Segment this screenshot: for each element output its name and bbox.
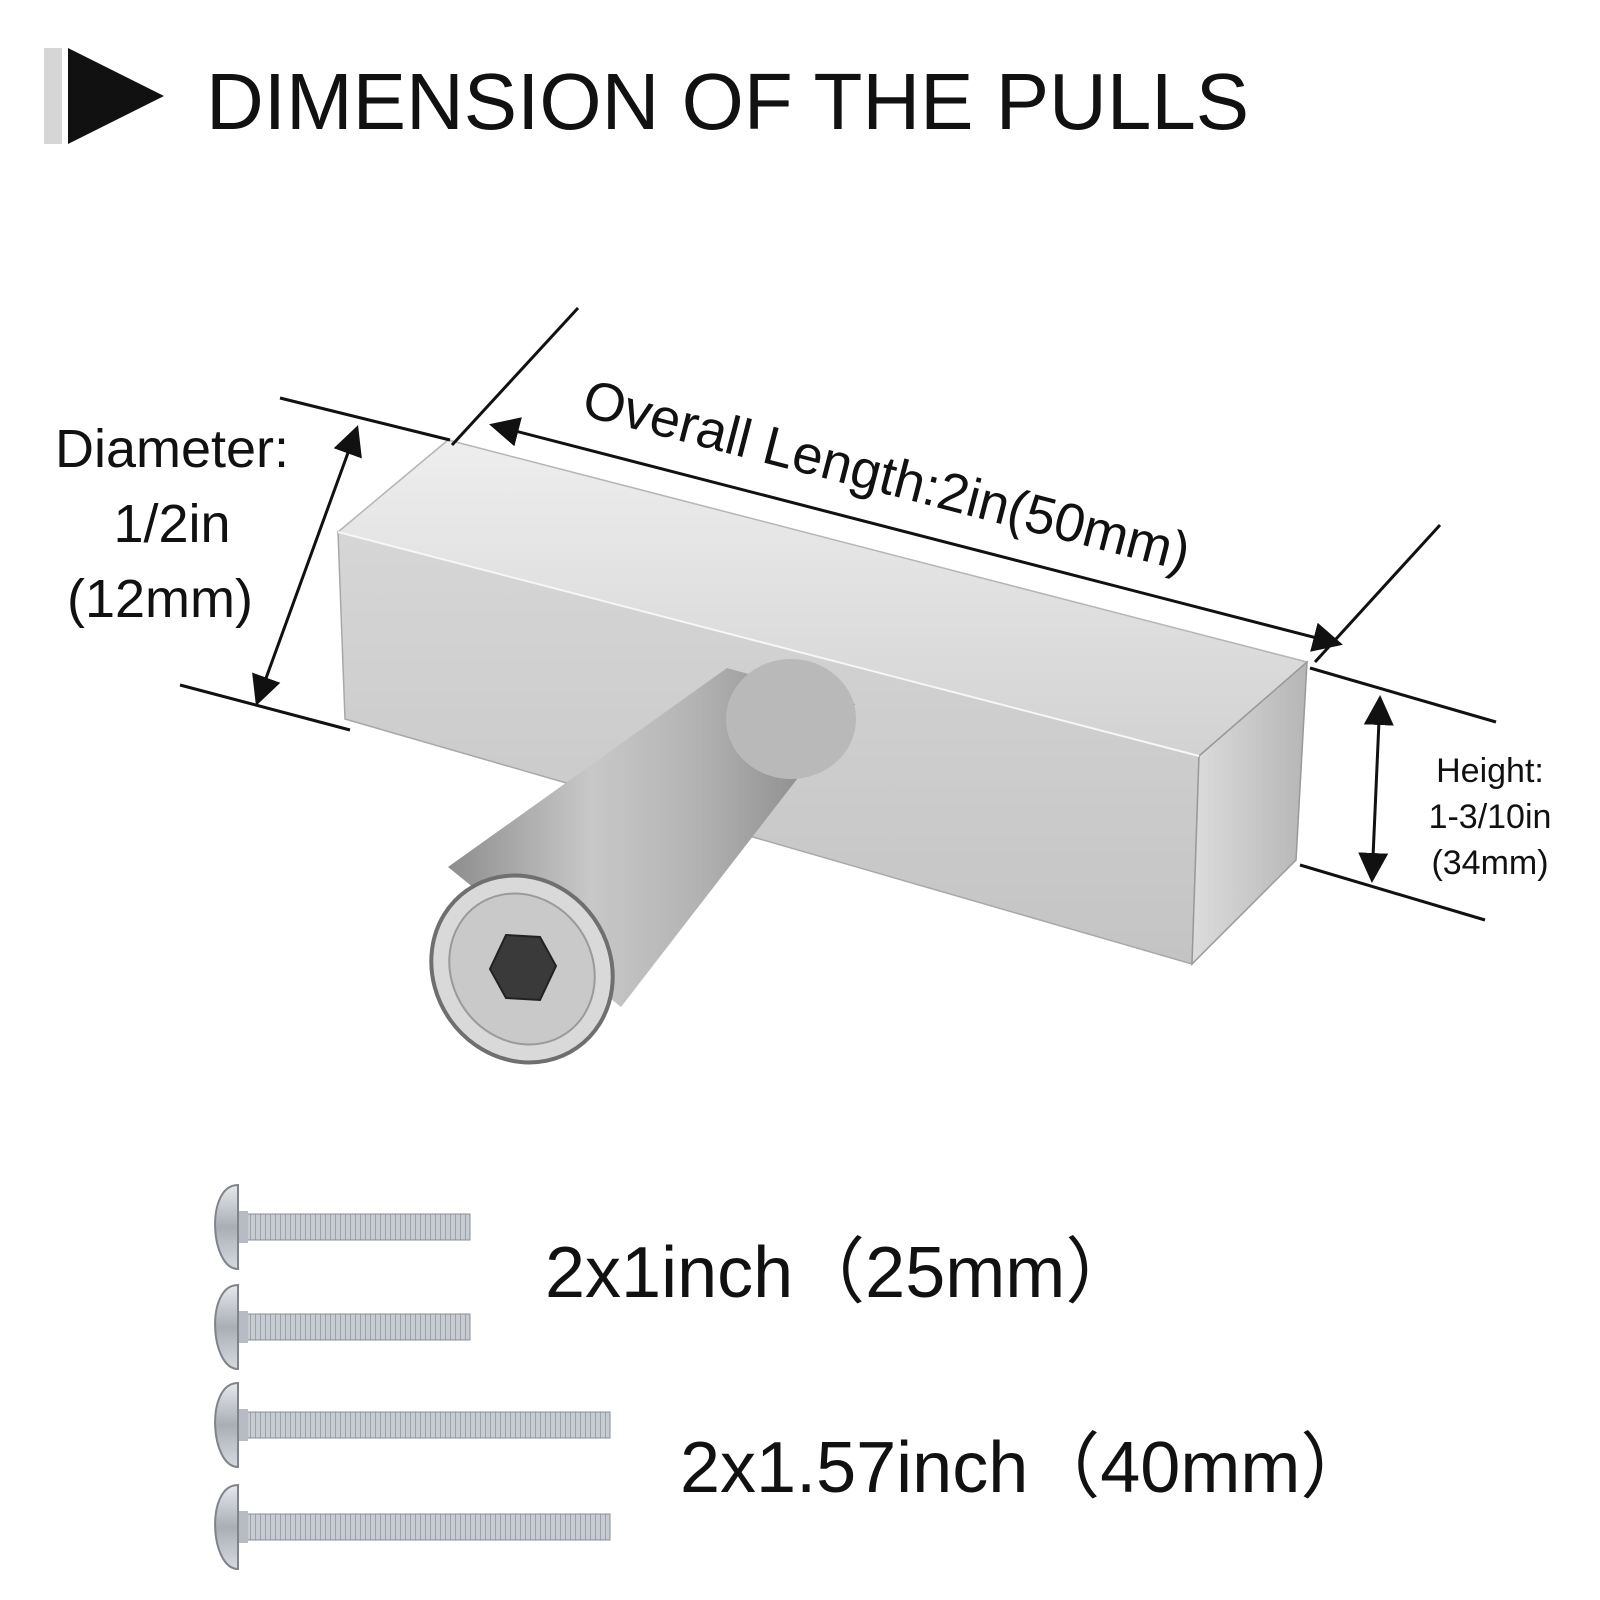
screw-head [214, 1283, 239, 1371]
diameter-arrow [252, 425, 362, 706]
header-bar-shadow [44, 48, 62, 144]
height-metric: (34mm) [1431, 844, 1548, 882]
diameter-metric: (12mm) [67, 569, 253, 629]
screw-thread [244, 1513, 611, 1541]
screw-head [214, 1183, 239, 1271]
screw-head [214, 1381, 239, 1469]
post-base [726, 659, 856, 779]
screw-icon [214, 1183, 471, 1271]
height-ext-line-top [1309, 666, 1497, 724]
screw-long-label: 2x1.57inch（40mm） [680, 1428, 1372, 1508]
length-ext-line-left [450, 306, 580, 447]
diameter-ext-line-top [279, 396, 451, 442]
screw-short-label: 2x1inch（25mm） [545, 1233, 1137, 1313]
screw-icon [214, 1283, 471, 1371]
height-label: Height: [1436, 752, 1544, 790]
screw-icon [214, 1381, 611, 1469]
height-ext-line-bottom [1299, 863, 1486, 922]
page-title: DIMENSION OF THE PULLS [206, 57, 1249, 146]
hex-socket-icon [488, 933, 558, 1002]
screw-thread [244, 1213, 471, 1241]
screw-icon [214, 1483, 611, 1571]
screws [214, 1183, 611, 1571]
height-imperial: 1-3/10in [1429, 798, 1552, 836]
screw-head [214, 1483, 239, 1571]
header-play-icon [44, 48, 164, 144]
diameter-dimension [179, 396, 451, 732]
bar-end-face [1191, 660, 1308, 966]
diameter-label: Diameter: [55, 419, 289, 479]
diameter-ext-line-bottom [179, 683, 351, 732]
play-triangle-icon [68, 48, 164, 144]
height-dimension [1299, 666, 1497, 922]
length-dimension [450, 306, 1442, 664]
height-arrow [1358, 695, 1394, 883]
diameter-imperial: 1/2in [113, 494, 230, 554]
screw-thread [244, 1411, 611, 1439]
screw-thread [244, 1313, 471, 1341]
length-arrow [489, 417, 1343, 652]
